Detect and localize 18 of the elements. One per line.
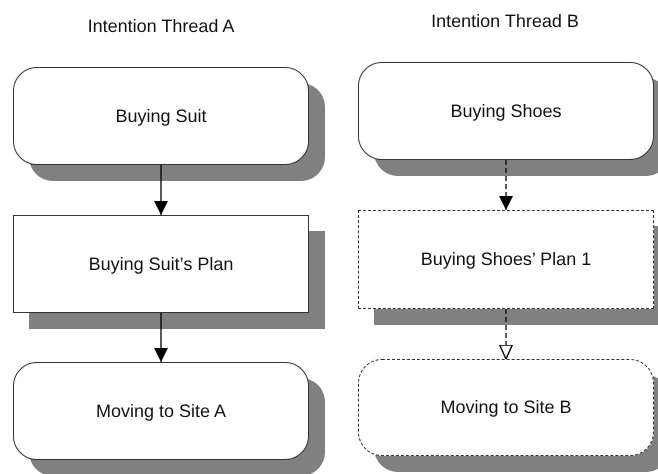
arrow <box>154 313 168 362</box>
node-text: Buying Shoes <box>450 100 562 122</box>
node-text: Moving to Site A <box>96 400 226 422</box>
column-heading: Intention Thread B <box>431 11 579 32</box>
process-box <box>358 210 654 309</box>
arrow <box>499 160 513 210</box>
node-text: Buying Suit’s Plan <box>88 254 234 274</box>
arrow <box>499 309 513 360</box>
rounded-box <box>358 359 654 456</box>
node-text: Buying Suit <box>115 106 207 126</box>
rounded-box <box>358 62 654 160</box>
node-text: Buying Shoes’ Plan 1 <box>420 249 592 270</box>
column-heading: Intention Thread A <box>88 16 234 37</box>
node-text: Moving to Site B <box>440 397 572 418</box>
process-box <box>13 215 309 313</box>
arrow <box>154 165 168 215</box>
rounded-box <box>13 67 309 165</box>
rounded-box <box>13 362 309 460</box>
